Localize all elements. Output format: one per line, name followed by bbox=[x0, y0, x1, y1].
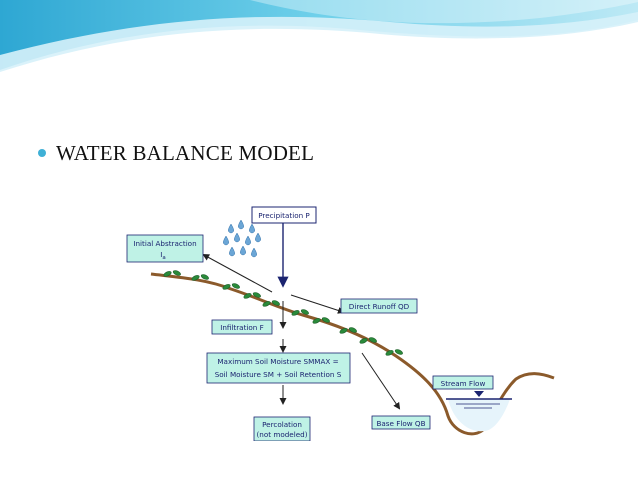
base-flow-arrow bbox=[361, 352, 401, 410]
plant-icon bbox=[312, 317, 330, 324]
stream-flow-box: Stream Flow bbox=[432, 375, 494, 390]
precipitation-label: Precipitation P bbox=[258, 211, 310, 220]
plant-icon bbox=[359, 337, 377, 344]
initial-abstraction-arrow bbox=[202, 254, 273, 293]
bullet-dot-icon bbox=[38, 149, 46, 157]
plant-icon bbox=[385, 349, 403, 356]
raindrop-icon bbox=[251, 247, 257, 258]
plant-icon bbox=[243, 292, 261, 299]
base-flow-box: Base Flow QB bbox=[371, 415, 431, 430]
plant-icon bbox=[163, 270, 181, 277]
percolation-box: Percolation (not modeled) bbox=[253, 416, 311, 441]
percolation-note: (not modeled) bbox=[256, 430, 307, 439]
stream-flow-label: Stream Flow bbox=[441, 379, 486, 388]
soil-moisture-line1: Maximum Soil Moisture SMMAX = bbox=[217, 357, 338, 366]
soil-moisture-box: Maximum Soil Moisture SMMAX = Soil Moist… bbox=[206, 352, 351, 384]
initial-abstraction-symbol: Ia bbox=[160, 250, 166, 261]
raindrop-icon bbox=[234, 232, 240, 243]
precipitation-box: Precipitation P bbox=[251, 206, 317, 224]
plant-icon bbox=[222, 283, 240, 290]
water-balance-diagram: Precipitation P Initial Abstraction Ia D… bbox=[96, 181, 566, 441]
stream-water bbox=[448, 399, 510, 432]
ground-slope bbox=[150, 272, 555, 436]
infiltration-box: Infiltration F bbox=[211, 319, 273, 335]
plant-icon bbox=[262, 300, 280, 307]
percolation-label: Percolation bbox=[262, 420, 302, 429]
raindrop-icon bbox=[240, 245, 246, 256]
raindrop-icon bbox=[245, 235, 251, 246]
bullet-text: WATER BALANCE MODEL bbox=[56, 140, 315, 165]
diagram-background bbox=[96, 181, 566, 441]
plant-icon bbox=[291, 309, 309, 316]
water-level-marker-icon bbox=[474, 391, 484, 397]
initial-abstraction-box: Initial Abstraction Ia bbox=[126, 234, 204, 263]
soil-moisture-line2: Soil Moisture SM + Soil Retention S bbox=[215, 370, 342, 379]
raindrop-icon bbox=[229, 246, 235, 257]
header-wave-banner bbox=[0, 0, 638, 72]
initial-abstraction-label: Initial Abstraction bbox=[133, 239, 196, 248]
infiltration-label: Infiltration F bbox=[220, 323, 264, 332]
raindrop-icon bbox=[223, 235, 229, 246]
plants bbox=[163, 270, 403, 356]
bullet-heading: WATER BALANCE MODEL bbox=[38, 140, 314, 166]
raindrop-icon bbox=[238, 219, 244, 230]
raindrop-icon bbox=[228, 223, 234, 234]
plant-icon bbox=[339, 327, 357, 334]
direct-runoff-box: Direct Runoff QD bbox=[340, 298, 418, 314]
direct-runoff-label: Direct Runoff QD bbox=[349, 302, 410, 311]
direct-runoff-arrow bbox=[290, 294, 345, 314]
raindrop-icon bbox=[255, 232, 261, 243]
raindrops bbox=[223, 219, 261, 258]
base-flow-label: Base Flow QB bbox=[376, 419, 425, 428]
raindrop-icon bbox=[249, 223, 255, 234]
plant-icon bbox=[191, 274, 209, 281]
